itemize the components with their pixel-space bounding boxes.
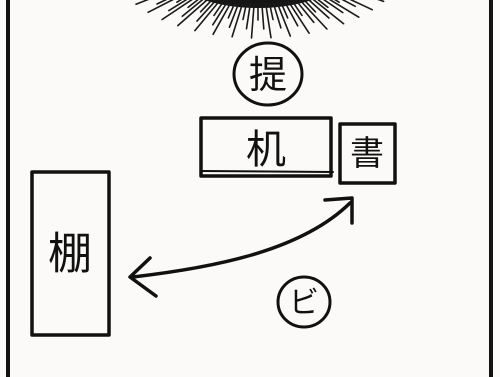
hair-strand — [156, 0, 168, 5]
hair-strand — [328, 0, 360, 19]
hair-strand — [349, 0, 374, 11]
hair-strand — [135, 0, 150, 5]
circle-label-bottom: ビ — [276, 275, 332, 329]
hair-strand — [283, 1, 299, 27]
hair-strand — [194, 0, 222, 32]
hair-strand — [317, 0, 329, 9]
hair-strand — [280, 1, 289, 19]
hair-strand — [333, 0, 340, 4]
hair-strand — [322, 0, 344, 14]
desk-text: 机 — [246, 127, 286, 173]
hair-strand — [298, 0, 328, 30]
book-box: 書 — [338, 122, 397, 185]
hair-strand — [196, 0, 218, 22]
hair-strand — [161, 0, 193, 21]
desk-box: 机 — [199, 116, 334, 178]
hair-strand — [341, 0, 357, 8]
hair-strand — [294, 0, 315, 24]
hair-strand — [250, 3, 255, 39]
hair-strand — [242, 2, 248, 21]
hair-strand — [181, 0, 204, 18]
hair-strand — [291, 0, 303, 17]
hair-strand — [276, 2, 292, 37]
hair-strand — [245, 2, 252, 30]
double-arrow — [128, 196, 354, 298]
shelf-box: 棚 — [30, 170, 111, 337]
hair-strand — [287, 0, 310, 35]
hair-strand — [176, 0, 183, 4]
panel-border — [6, 0, 493, 377]
hair-strand — [228, 2, 240, 29]
hair-silhouette — [135, 0, 385, 39]
hair-strand — [264, 2, 272, 39]
hair-strand — [227, 1, 236, 19]
hair-strand — [312, 0, 345, 25]
hair-strand — [212, 0, 229, 26]
hair-strand — [377, 0, 385, 3]
hair-strand — [199, 0, 213, 13]
hair-strand — [272, 2, 282, 29]
hair-strand — [187, 0, 199, 9]
hair-strand — [168, 0, 188, 12]
shelf-text: 棚 — [48, 229, 92, 280]
hair-strand — [261, 3, 265, 30]
hair-strand — [231, 2, 244, 38]
hair-strand — [268, 2, 274, 21]
hair-strand — [177, 0, 209, 27]
hair-strand — [307, 0, 330, 19]
book-text: 書 — [350, 134, 384, 174]
circle-top-text: 提 — [249, 53, 287, 97]
hair-strand — [212, 1, 233, 36]
hair-strand — [147, 0, 174, 14]
hair-strand — [213, 0, 225, 17]
circle-bottom-text: ビ — [289, 286, 319, 321]
circle-label-top: 提 — [232, 41, 304, 107]
hair-strand — [303, 0, 317, 13]
